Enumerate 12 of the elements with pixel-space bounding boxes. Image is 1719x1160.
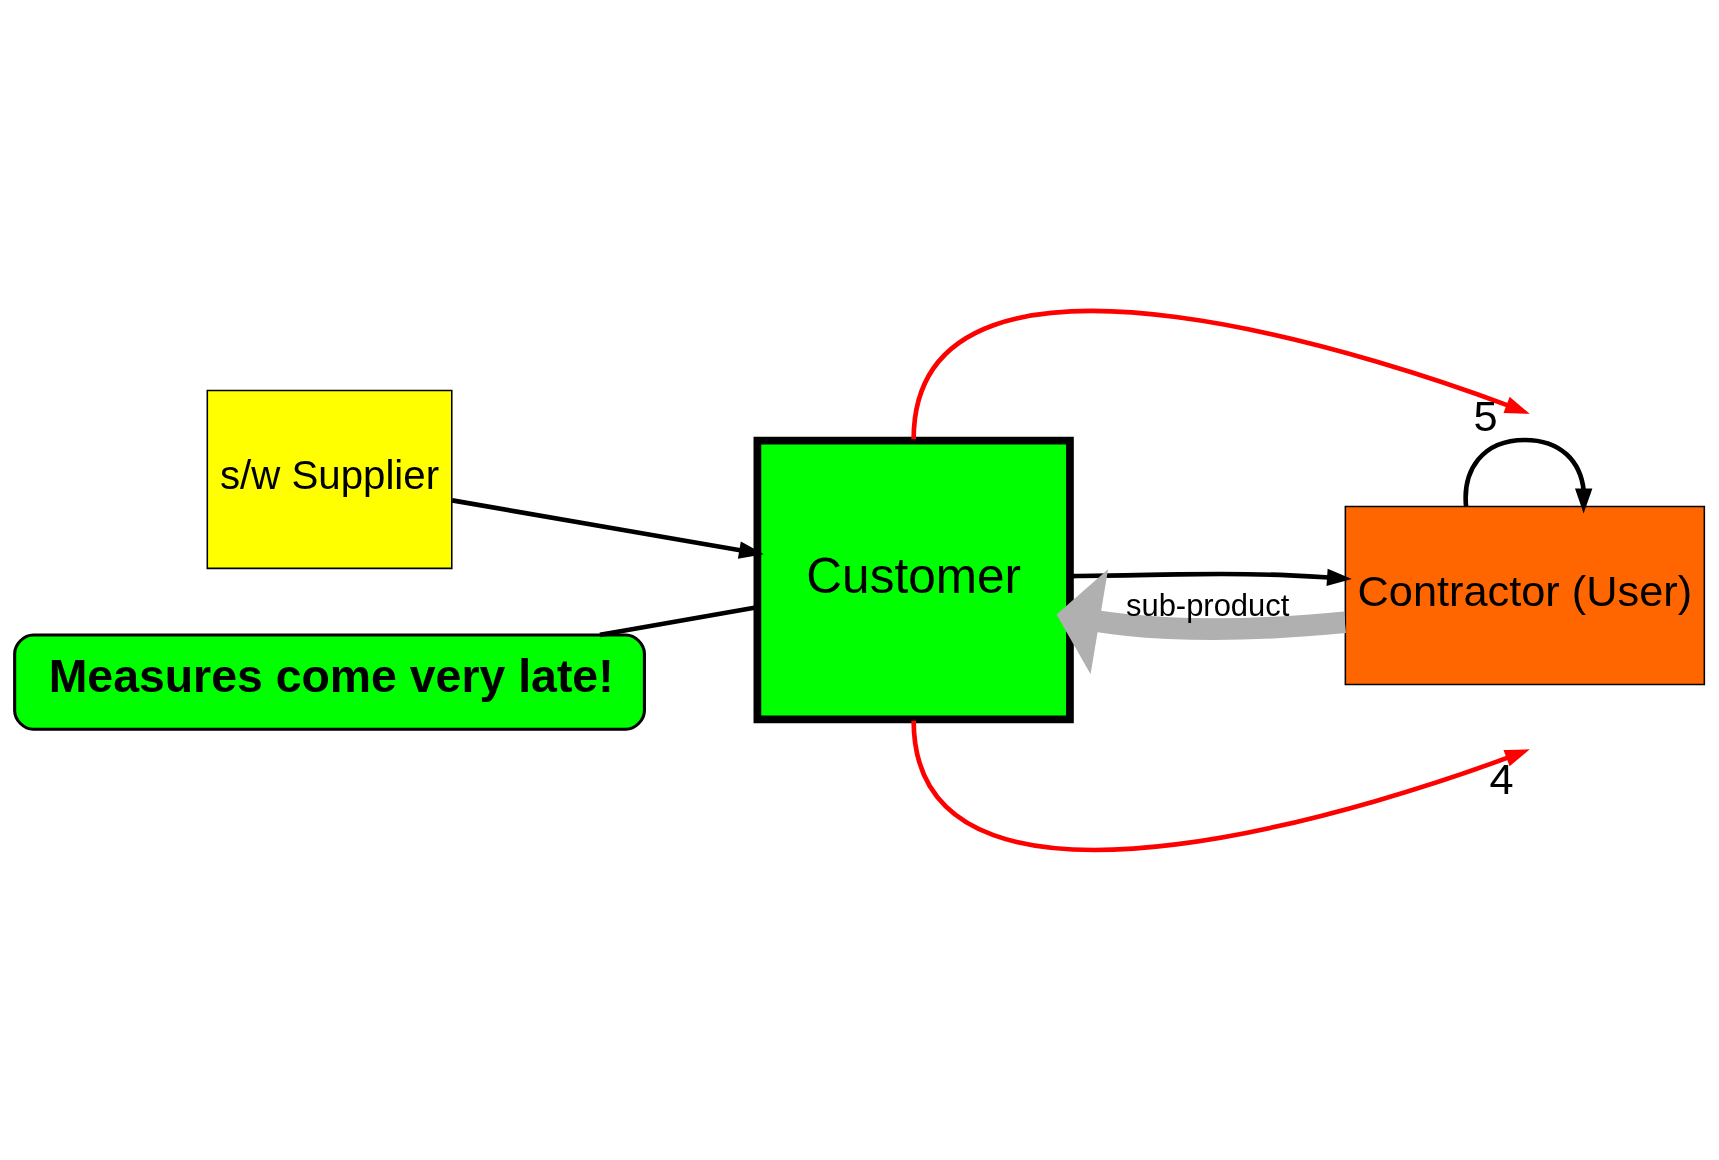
arrow	[451, 497, 764, 559]
edge-label: 5	[1473, 391, 1498, 440]
edge-label: sub-product	[1125, 587, 1290, 623]
edge-label: 4	[1489, 754, 1514, 803]
node-box: Customer	[753, 436, 1074, 723]
node-box: Contractor (User)	[1344, 505, 1706, 685]
arrow	[911, 719, 1530, 852]
arrow	[1463, 437, 1593, 513]
node-box: s/w Supplier	[206, 389, 453, 569]
arrow	[1070, 568, 1352, 586]
node-box: Measures come very late!	[13, 632, 646, 731]
arrow	[911, 308, 1530, 440]
